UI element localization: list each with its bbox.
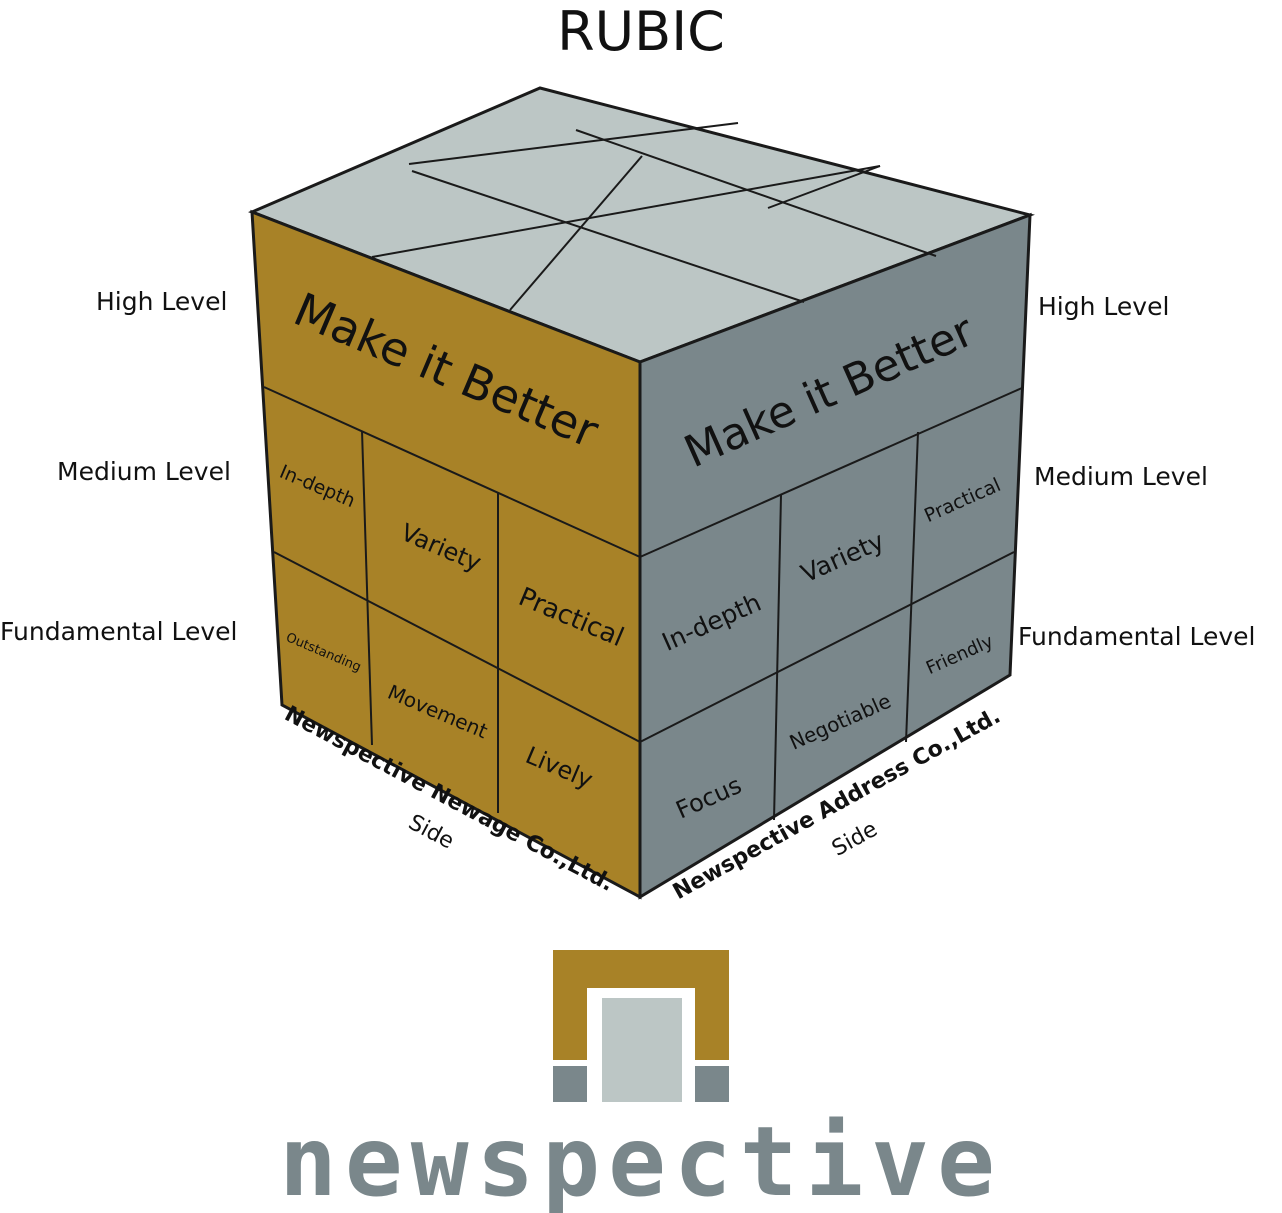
logo-foot-left <box>553 1066 587 1102</box>
left-grid-line <box>273 551 641 743</box>
top-grid-line <box>509 155 643 311</box>
top-grid-line <box>411 170 805 303</box>
left-side-suffix-label: Side <box>404 810 458 854</box>
right-grid-line <box>905 431 919 743</box>
cube-right-face <box>638 212 1032 900</box>
top-grid-line <box>371 165 881 258</box>
right-grid-line <box>773 494 782 821</box>
left-grid-line <box>263 386 641 558</box>
level-label-medium-left: Medium Level <box>57 457 231 486</box>
level-label-medium-right: Medium Level <box>1034 462 1208 491</box>
right-side-suffix-label: Side <box>828 817 882 862</box>
level-label-high-right: High Level <box>1038 292 1169 321</box>
logo-wordmark: newspective <box>279 1106 1003 1213</box>
top-grid-line <box>575 129 937 257</box>
right-grid-line <box>639 387 1023 558</box>
top-grid-line <box>767 165 881 209</box>
right-grid-line <box>639 551 1015 743</box>
logo-foot-right <box>695 1066 729 1102</box>
level-label-fundamental-right: Fundamental Level <box>1018 622 1255 651</box>
level-label-high-left: High Level <box>96 287 227 316</box>
level-label-fundamental-left: Fundamental Level <box>0 617 237 646</box>
top-grid-line <box>408 122 739 165</box>
logo-arch-top <box>553 950 729 970</box>
logo-arch-left <box>553 950 587 1060</box>
newspective-logo: newspective <box>279 950 1003 1213</box>
left-grid-line <box>361 430 373 746</box>
logo-arch-right <box>695 950 729 1060</box>
diagram-title: RUBIC <box>557 0 725 63</box>
cube <box>248 86 1035 900</box>
logo-center-block <box>602 998 682 1102</box>
logo-arch-inner-top <box>587 970 695 988</box>
